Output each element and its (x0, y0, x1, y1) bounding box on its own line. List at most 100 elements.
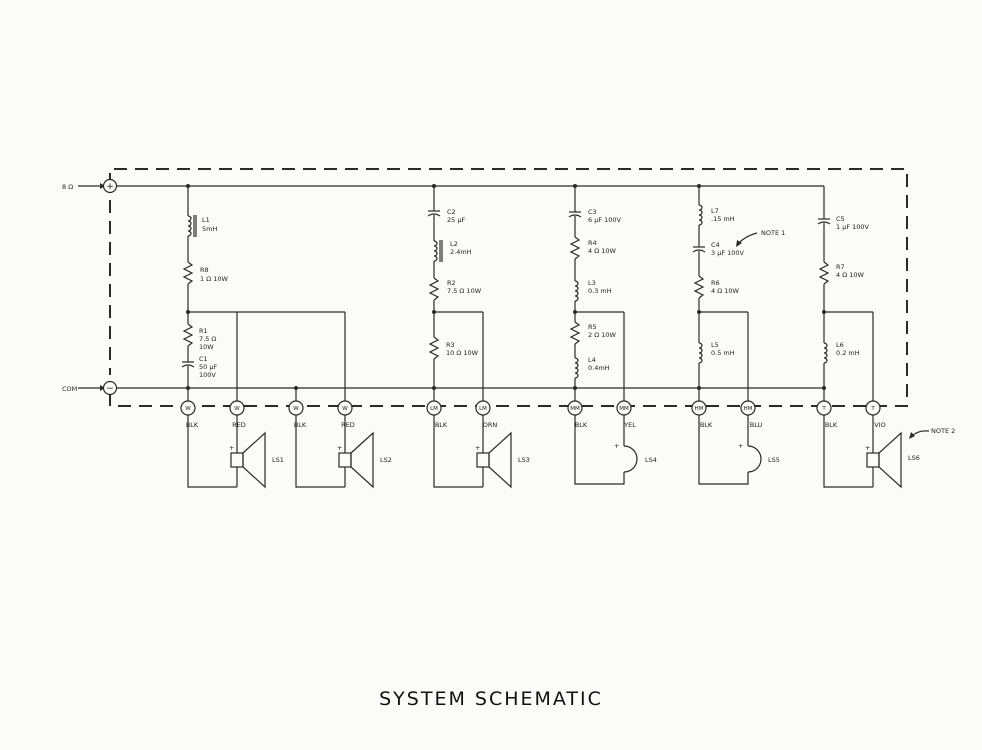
svg-text:C3: C3 (588, 208, 597, 216)
svg-text:R5: R5 (588, 323, 597, 331)
svg-text:6 μF 100V: 6 μF 100V (588, 216, 622, 224)
label-c3: C36 μF 100V (588, 208, 622, 224)
note-2: NOTE 2 (909, 427, 955, 439)
speaker-ls5: + LS5 (698, 415, 780, 485)
svg-text:7.5 Ω: 7.5 Ω (199, 335, 216, 343)
mid-network (568, 186, 625, 402)
svg-text:BLK: BLK (186, 421, 199, 429)
svg-text:L2: L2 (450, 240, 458, 248)
label-c4: C43 μF 100V (711, 241, 745, 257)
terminal-0: W (180, 400, 196, 416)
svg-text:LM: LM (479, 406, 487, 412)
svg-text:ORN: ORN (483, 421, 498, 429)
svg-text:BLK: BLK (294, 421, 307, 429)
svg-text:NOTE 1: NOTE 1 (761, 229, 785, 237)
svg-text:+: + (337, 444, 342, 452)
svg-text:HM: HM (695, 406, 704, 412)
svg-text:0.5 mH: 0.5 mH (711, 349, 735, 357)
terminal-7: MM (616, 400, 632, 416)
terminal-8: HM (691, 400, 707, 416)
svg-text:5mH: 5mH (202, 225, 217, 233)
input-common: COM − (62, 380, 118, 396)
svg-text:L3: L3 (588, 279, 596, 287)
svg-text:MM: MM (619, 406, 629, 412)
svg-text:BLK: BLK (435, 421, 448, 429)
svg-text:LS2: LS2 (380, 456, 392, 464)
terminal-2: W (288, 400, 304, 416)
svg-text:10W: 10W (199, 343, 214, 351)
svg-text:1 Ω 10W: 1 Ω 10W (200, 275, 229, 283)
svg-text:3 μF 100V: 3 μF 100V (711, 249, 745, 257)
svg-text:L1: L1 (202, 216, 210, 224)
note-1: NOTE 1 (736, 229, 785, 247)
svg-text:C4: C4 (711, 241, 720, 249)
speaker-ls4: + LS4 (574, 415, 657, 485)
input-positive: 8 Ω + (62, 178, 118, 194)
terminal-6: MM (567, 400, 583, 416)
svg-text:L4: L4 (588, 356, 596, 364)
label-r2: R27.5 Ω 10W (447, 279, 482, 295)
label-l3: L30.3 mH (588, 279, 612, 295)
speaker-ls6: + LS6 (823, 415, 920, 489)
label-c5: C51 μF 100V (836, 215, 870, 231)
plus-sign: + (106, 182, 114, 192)
terminal-9: HM (740, 400, 756, 416)
svg-text:W: W (234, 406, 240, 412)
svg-text:C1: C1 (199, 355, 208, 363)
svg-text:LS4: LS4 (645, 456, 657, 464)
tweeter-network (817, 186, 874, 402)
minus-sign: − (106, 384, 114, 394)
svg-text:LS5: LS5 (768, 456, 780, 464)
woofer-network (181, 186, 346, 402)
svg-text:W: W (342, 406, 348, 412)
enclosure-dashed-border (109, 168, 908, 407)
label-l7: L7.15 mH (711, 207, 735, 223)
speaker-ls3: + LS3 (433, 415, 530, 489)
label-l5: L50.5 mH (711, 341, 735, 357)
svg-text:BLU: BLU (750, 421, 763, 429)
label-r5: R52 Ω 10W (588, 323, 617, 339)
svg-text:LS1: LS1 (272, 456, 284, 464)
svg-text:2.4mH: 2.4mH (450, 248, 472, 256)
svg-text:4 Ω 10W: 4 Ω 10W (836, 271, 865, 279)
svg-text:25 μF: 25 μF (447, 216, 465, 224)
label-r8: R81 Ω 10W (200, 266, 229, 283)
svg-text:W: W (293, 406, 299, 412)
terminal-10: T (816, 400, 832, 416)
terminal-4: LM (426, 400, 442, 416)
svg-text:4 Ω 10W: 4 Ω 10W (711, 287, 740, 295)
terminal-3: W (337, 400, 353, 416)
svg-text:4 Ω 10W: 4 Ω 10W (588, 247, 617, 255)
svg-text:LS6: LS6 (908, 454, 920, 462)
label-r4: R44 Ω 10W (588, 239, 617, 255)
svg-text:+: + (614, 442, 619, 450)
svg-text:W: W (185, 406, 191, 412)
schematic-title: SYSTEM SCHEMATIC (379, 688, 603, 710)
svg-text:7.5 Ω 10W: 7.5 Ω 10W (447, 287, 482, 295)
svg-text:2 Ω 10W: 2 Ω 10W (588, 331, 617, 339)
svg-text:R4: R4 (588, 239, 597, 247)
high-mid-network (692, 186, 749, 402)
svg-text:+: + (229, 444, 234, 452)
svg-text:NOTE 2: NOTE 2 (931, 427, 955, 435)
svg-text:T: T (821, 406, 826, 412)
terminal-1: W (229, 400, 245, 416)
svg-text:BLK: BLK (575, 421, 588, 429)
label-r6: R64 Ω 10W (711, 279, 740, 295)
svg-text:+: + (865, 444, 870, 452)
speaker-ls2: + LS2 (295, 415, 392, 489)
svg-text:1 μF 100V: 1 μF 100V (836, 223, 870, 231)
wire-color-labels: BLK RED BLK RED BLK ORN BLK YEL BLK BLU … (186, 421, 886, 429)
svg-text:R2: R2 (447, 279, 456, 287)
svg-text:0.4mH: 0.4mH (588, 364, 610, 372)
svg-text:L7: L7 (711, 207, 719, 215)
svg-text:BLK: BLK (825, 421, 838, 429)
svg-text:MM: MM (570, 406, 580, 412)
terminal-11: T (865, 400, 881, 416)
svg-text:L5: L5 (711, 341, 719, 349)
